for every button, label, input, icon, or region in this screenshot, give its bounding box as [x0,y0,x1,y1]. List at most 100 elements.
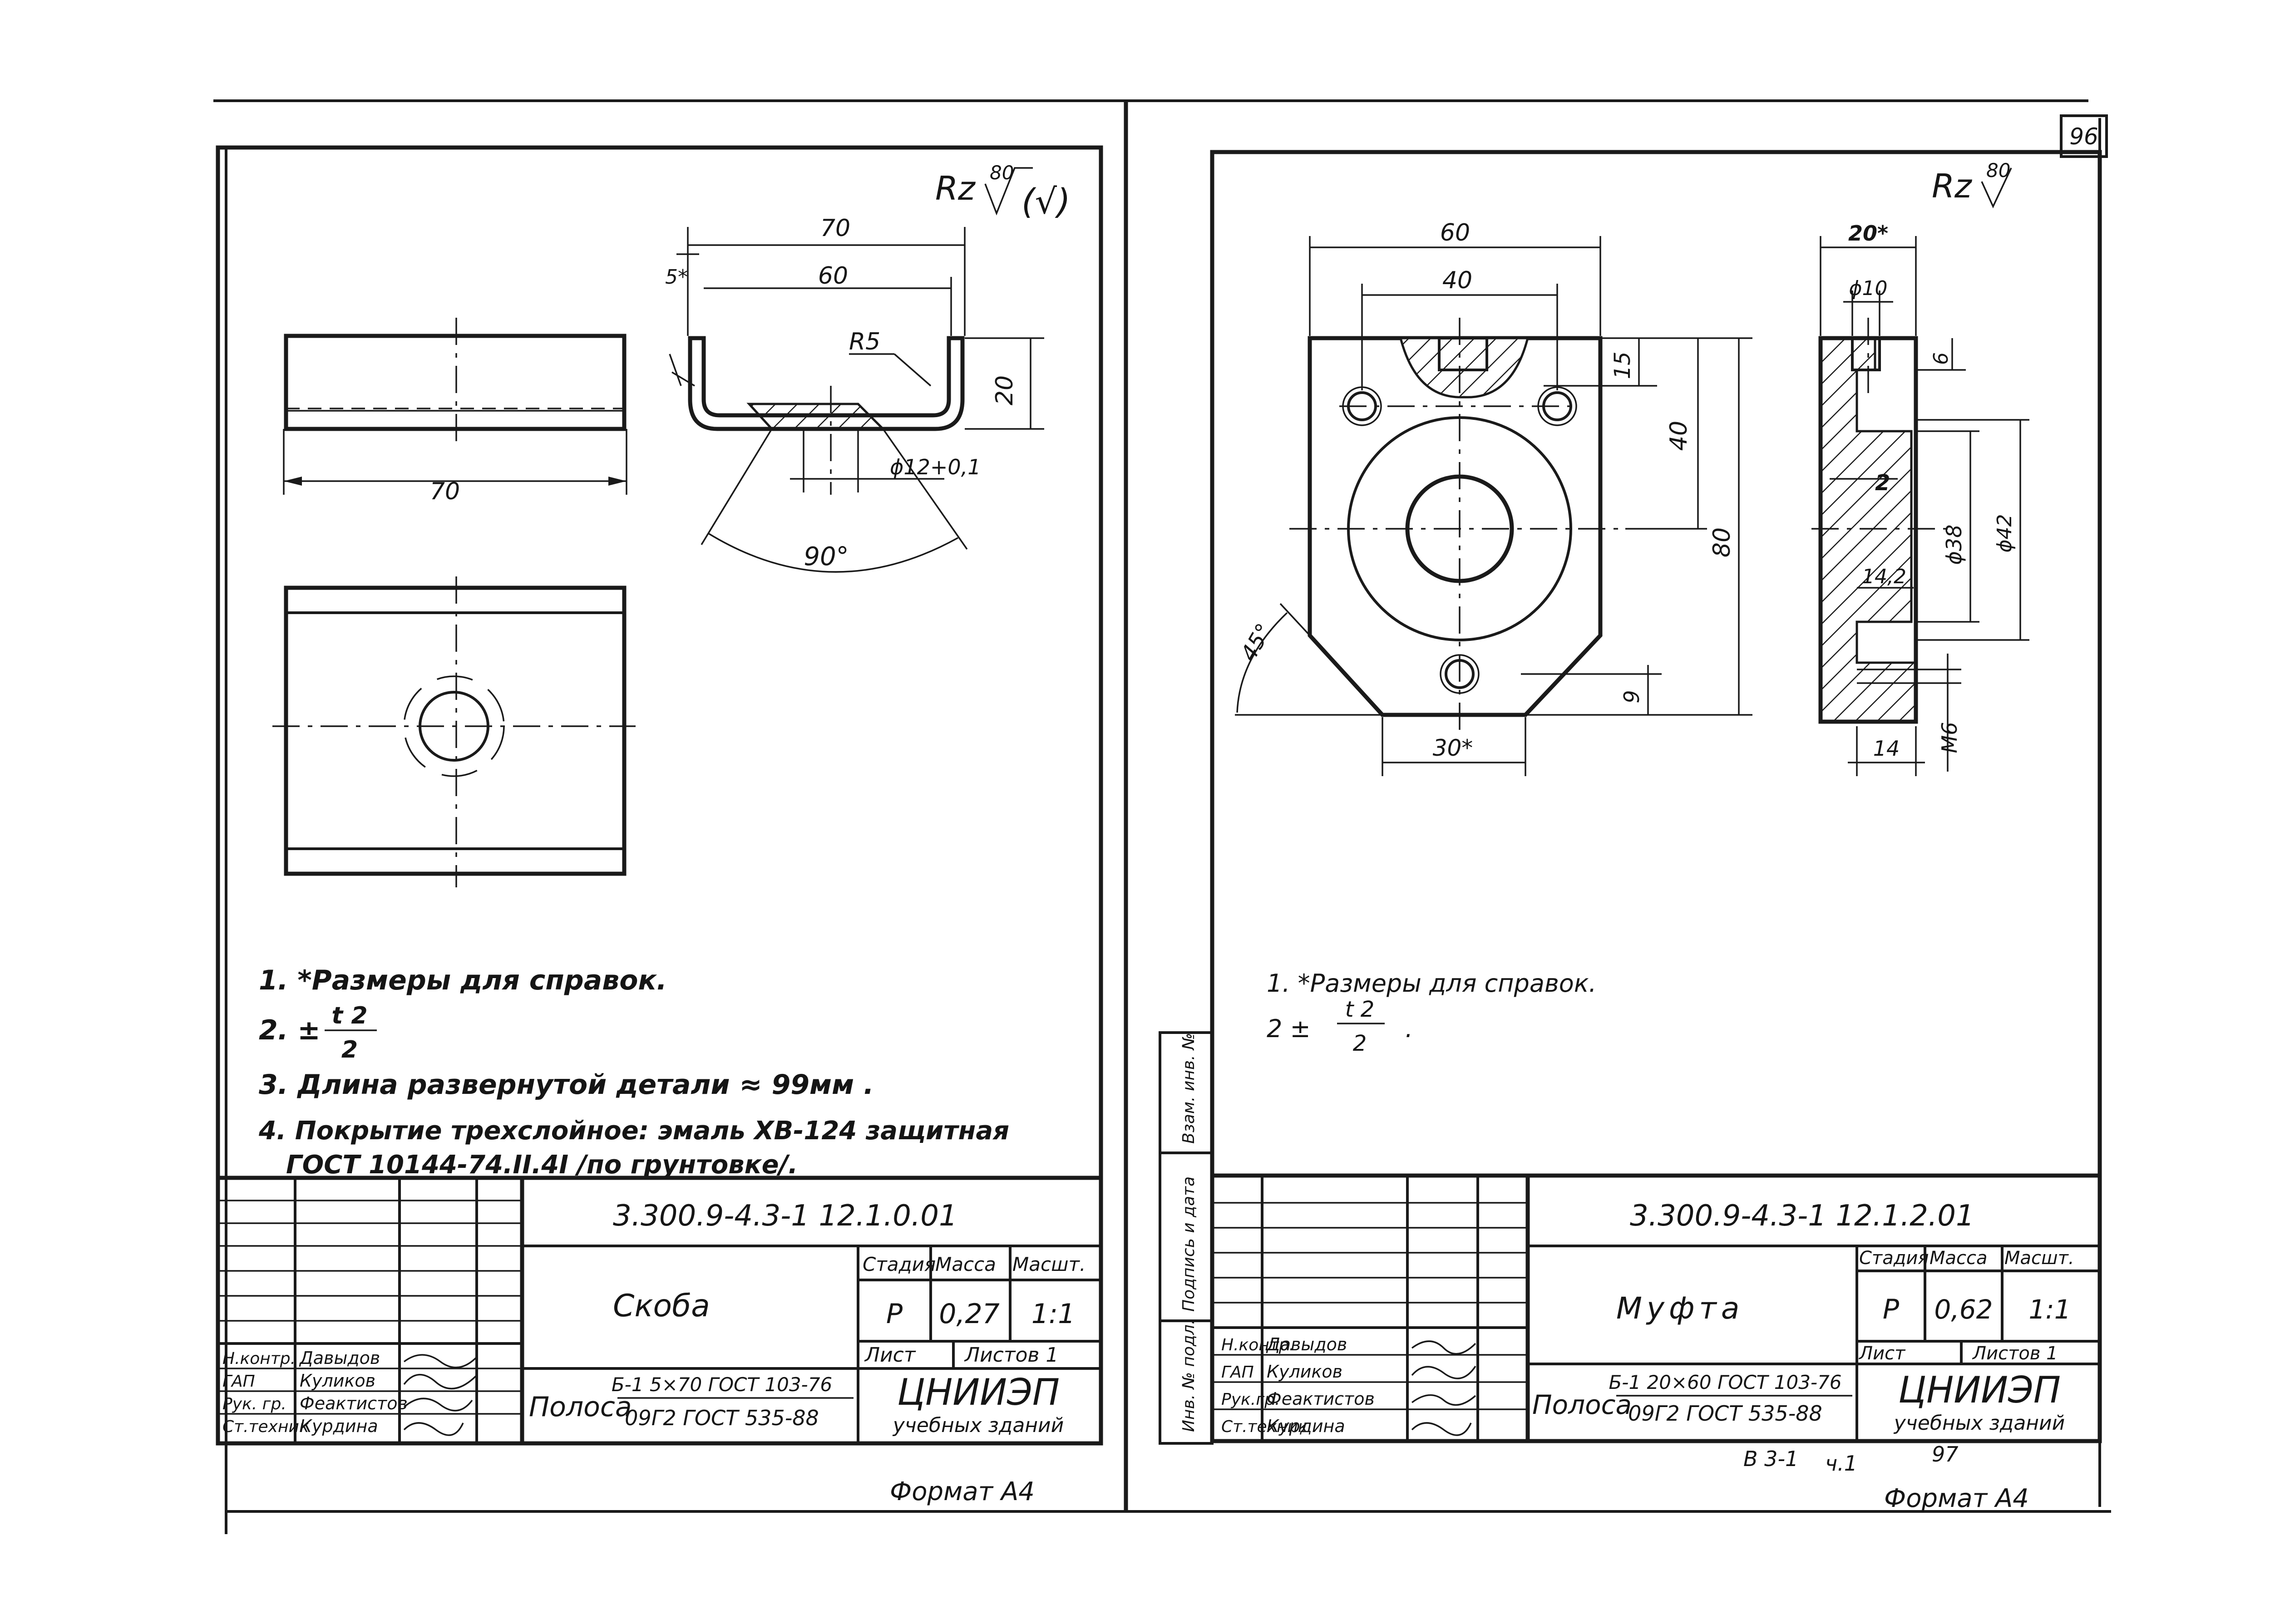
svg-text:90°: 90° [804,542,849,571]
svg-text:Куликов: Куликов [1267,1362,1342,1382]
svg-text:60: 60 [818,262,848,290]
svg-text:1. *Размеры для справок.: 1. *Размеры для справок. [259,965,667,996]
svg-text:t 2: t 2 [331,1002,367,1029]
right-title: Муфта [1616,1291,1744,1326]
svg-text:40: 40 [1665,421,1693,451]
svg-text:.: . [1405,1014,1413,1043]
svg-text:ϕ38: ϕ38 [1942,525,1966,565]
svg-text:М6: М6 [1937,722,1962,753]
page-number-box [2060,114,2108,158]
svg-text:Н.контр.: Н.контр. [1221,1336,1294,1354]
left-profile-view: 70 60 5* R5 20 ϕ12+0,1 9 [665,215,1044,573]
left-title-block: 3.300.9-4.3-1 12.1.0.01 Скоба Стадия Мас… [218,1176,1101,1443]
right-front-view: 60 40 15 40 80 9 45° [1235,219,1752,776]
svg-text:Б-1 20×60 ГОСТ 103-76: Б-1 20×60 ГОСТ 103-76 [1609,1371,1841,1393]
svg-text:97: 97 [1932,1442,1959,1467]
svg-text:Давыдов: Давыдов [299,1348,380,1368]
svg-text:Масса: Масса [935,1253,996,1275]
left-format-label: Формат А4 [890,1477,1035,1506]
svg-text:0,27: 0,27 [939,1298,1000,1330]
svg-text:Подпись и дата: Подпись и дата [1179,1176,1198,1312]
svg-text:70: 70 [430,478,460,505]
svg-text:Стадия: Стадия [863,1253,936,1275]
left-title: Скоба [613,1288,710,1324]
left-frame [216,145,1103,1446]
svg-text:ϕ12+0,1: ϕ12+0,1 [890,455,981,479]
svg-text:Лист: Лист [1858,1343,1906,1364]
svg-text:Rz: Rz [935,169,976,207]
svg-text:1. *Размеры для справок.: 1. *Размеры для справок. [1267,969,1597,998]
left-roughness-mark: Rz 80 (√) [935,162,1071,221]
left-plan-view [272,576,636,887]
svg-text:2 ±: 2 ± [1267,1014,1311,1043]
svg-text:ГОСТ 10144-74.II.4I /по грунто: ГОСТ 10144-74.II.4I /по грунтовке/. [286,1150,798,1180]
right-sheet: Rz 80 60 [1159,150,2102,1513]
left-doc-code: 3.300.9-4.3-1 12.1.0.01 [613,1199,957,1233]
bottom-reference: В 3-1 ч.1 97 [1743,1442,1959,1476]
svg-text:Куликов: Куликов [300,1371,375,1391]
right-signatures [1411,1340,1476,1436]
svg-text:45°: 45° [1236,619,1277,665]
svg-text:ϕ42: ϕ42 [1993,514,2016,552]
svg-text:2: 2 [1353,1031,1367,1056]
svg-text:Рук.гр.: Рук.гр. [1221,1390,1280,1409]
svg-text:60: 60 [1440,219,1470,246]
svg-text:Н.контр.: Н.контр. [222,1349,296,1368]
svg-text:ГАП: ГАП [1221,1363,1254,1382]
svg-text:15: 15 [1610,351,1635,379]
svg-text:Масса: Масса [1930,1248,1988,1269]
left-notes: 1. *Размеры для справок. 2. ± t 2 2 3. Д… [258,965,1009,1180]
svg-text:Давыдов: Давыдов [1266,1334,1347,1354]
svg-text:20: 20 [991,375,1018,405]
sheet-frame: 96 [213,99,2111,1534]
svg-text:Листов 1: Листов 1 [1972,1343,2058,1364]
right-title-block: 3.300.9-4.3-1 12.1.2.01 Муфта Стадия Мас… [1212,1173,2100,1441]
svg-text:09Г2 ГОСТ 535-88: 09Г2 ГОСТ 535-88 [1628,1401,1822,1426]
svg-text:ч.1: ч.1 [1825,1451,1857,1476]
left-front-view: 70 [283,318,627,505]
svg-text:t 2: t 2 [1345,997,1375,1022]
svg-text:3. Длина развернутой детали ≈: 3. Длина развернутой детали ≈ 99мм . [259,1069,874,1101]
left-signatures [403,1354,478,1436]
svg-text:Листов 1: Листов 1 [964,1343,1058,1367]
svg-text:Б-1 5×70 ГОСТ 103-76: Б-1 5×70 ГОСТ 103-76 [612,1373,832,1396]
svg-text:Курдина: Курдина [300,1416,378,1436]
svg-text:Полоса: Полоса [529,1391,632,1423]
svg-text:ГАП: ГАП [222,1372,255,1391]
svg-text:9: 9 [1619,690,1644,703]
svg-text:Феактистов: Феактистов [300,1393,408,1413]
page-number: 96 [2069,123,2098,150]
svg-text:Инв. № подл.: Инв. № подл. [1179,1319,1198,1432]
right-format-label: Формат А4 [1884,1484,2029,1513]
right-side-strip: Инв. № подл. Подпись и дата Взам. инв. № [1159,1031,1214,1445]
svg-text:20*: 20* [1848,221,1888,246]
right-section-view: 20* ϕ10 6 2 14,2 ϕ38 ϕ42 [1811,221,2029,776]
svg-text:учебных зданий: учебных зданий [1893,1412,2065,1435]
svg-text:0,62: 0,62 [1934,1294,1993,1325]
svg-text:(√): (√) [1022,181,1071,221]
svg-text:ЦНИИЭП: ЦНИИЭП [897,1371,1060,1413]
svg-text:Ст.техник: Ст.техник [222,1417,309,1436]
svg-text:В 3-1: В 3-1 [1743,1447,1798,1471]
svg-text:14,2: 14,2 [1862,565,1906,588]
svg-text:6: 6 [1930,352,1953,365]
svg-text:14: 14 [1873,736,1900,761]
svg-text:Курдина: Курдина [1267,1416,1345,1436]
svg-text:2: 2 [341,1036,358,1063]
right-frame [1210,150,2102,1443]
svg-text:5*: 5* [665,266,688,289]
svg-text:2: 2 [1875,470,1890,496]
svg-text:ϕ10: ϕ10 [1849,277,1887,300]
svg-text:40: 40 [1442,267,1472,294]
svg-text:Rz: Rz [1932,167,1973,205]
svg-text:09Г2 ГОСТ 535-88: 09Г2 ГОСТ 535-88 [625,1406,819,1430]
svg-text:Р: Р [1883,1294,1900,1325]
svg-text:1:1: 1:1 [1031,1298,1076,1330]
svg-text:Р: Р [886,1298,903,1330]
svg-text:Взам. инв. №: Взам. инв. № [1179,1033,1198,1144]
svg-text:Масшт.: Масшт. [1012,1253,1086,1275]
svg-text:1:1: 1:1 [2028,1294,2071,1325]
svg-text:Феактистов: Феактистов [1267,1389,1375,1409]
left-sheet: Rz 80 (√) 70 70 [216,145,1103,1506]
